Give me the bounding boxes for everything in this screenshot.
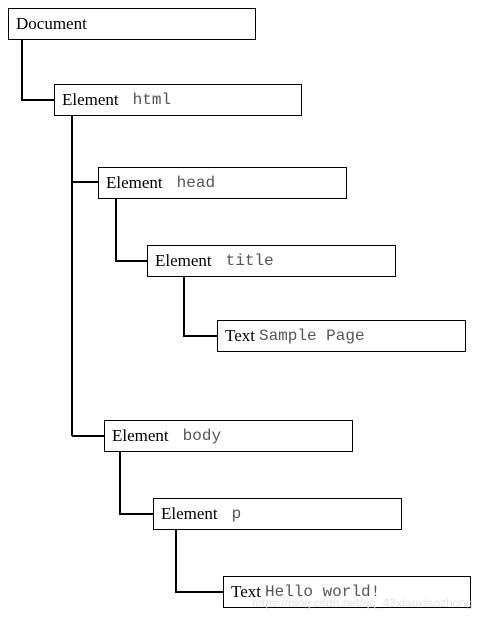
node-kind-label: Element: [62, 90, 119, 109]
node-value-label: Hello world!: [264, 583, 381, 601]
node-element-body: Element body: [104, 420, 353, 452]
connector-body-p: [119, 452, 154, 515]
node-value-label: Sample Page: [258, 327, 365, 345]
node-element-title: Element title: [147, 245, 396, 277]
connector-head-title: [115, 198, 148, 262]
node-kind-label: Document: [16, 14, 87, 33]
node-value-label: p: [231, 505, 242, 523]
node-element-html: Element html: [54, 84, 302, 116]
node-value-label: head: [176, 174, 216, 192]
node-value-label: html: [132, 91, 172, 109]
node-document: Document: [8, 8, 256, 40]
connector-title-text: [183, 277, 218, 337]
node-kind-label: Element: [112, 426, 169, 445]
node-kind-label: Element: [161, 504, 218, 523]
watermark: https://blog.csdn.net/qq_43xiaoxiaozhong: [252, 596, 473, 610]
node-text-title: Text Sample Page: [217, 320, 466, 352]
node-kind-label: Text: [231, 582, 261, 601]
node-text-p: Text Hello world!: [223, 576, 471, 608]
node-kind-label: Element: [155, 251, 212, 270]
node-element-p: Element p: [153, 498, 402, 530]
node-kind-label: Element: [106, 173, 163, 192]
connector-p-text: [175, 530, 224, 593]
node-value-label: title: [225, 252, 274, 270]
node-kind-label: Text: [225, 326, 255, 345]
node-value-label: body: [182, 427, 222, 445]
connector-document-html: [21, 39, 54, 101]
node-element-head: Element head: [98, 167, 347, 199]
